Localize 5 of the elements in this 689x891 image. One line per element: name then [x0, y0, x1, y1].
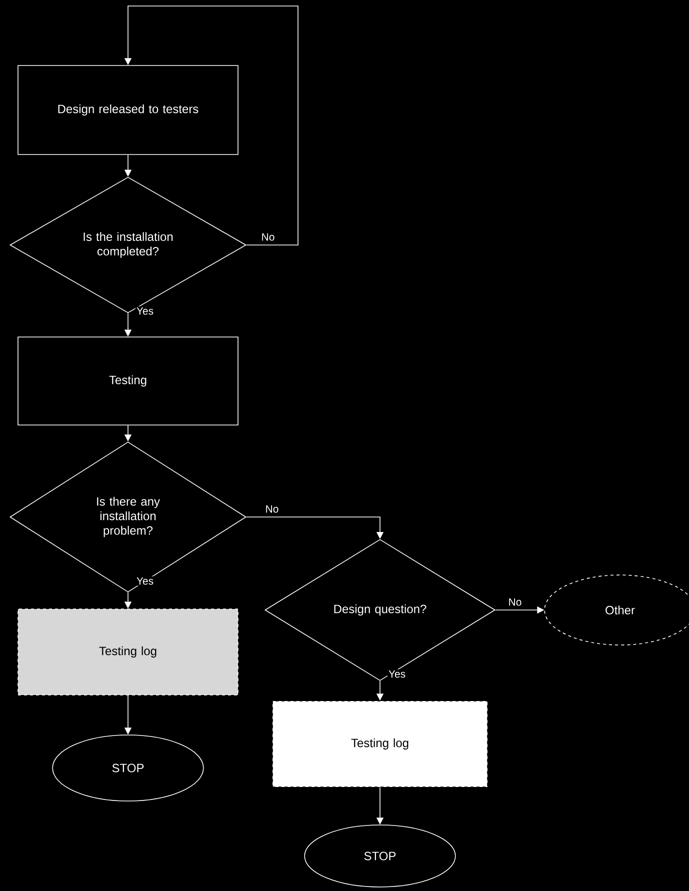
- process-box: Testing: [18, 336, 238, 426]
- log-box: Testing log: [18, 608, 238, 696]
- arrow: [246, 516, 384, 539]
- process-box: Design released to testers: [18, 65, 238, 155]
- log-box: Testing log: [272, 700, 488, 788]
